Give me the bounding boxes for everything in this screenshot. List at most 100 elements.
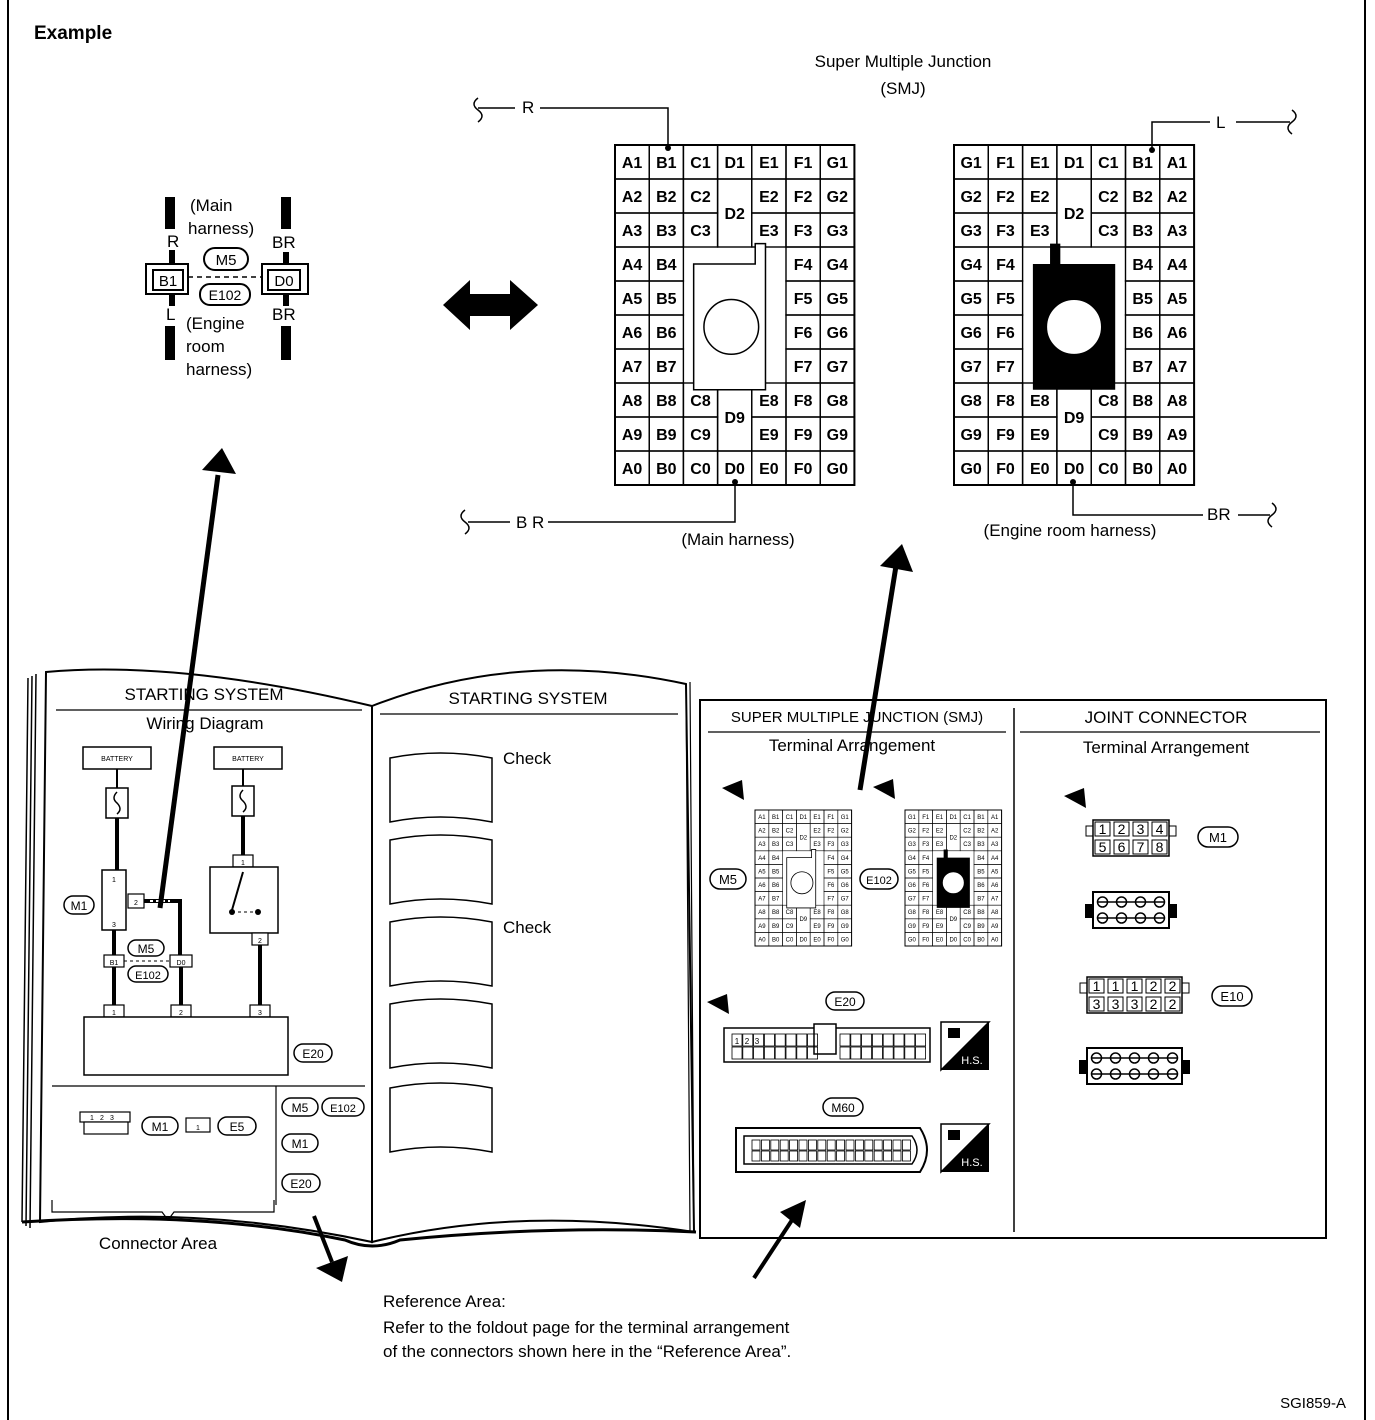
fuse-icon — [113, 791, 121, 815]
terminal-label: F5 — [827, 869, 835, 875]
pin-label: 1 — [735, 1037, 740, 1046]
pin-cell — [902, 1139, 911, 1151]
wire-segment — [281, 197, 291, 229]
pin-cell — [872, 1046, 883, 1060]
pin-cell — [915, 1033, 926, 1047]
pointer-line — [857, 565, 899, 791]
terminal-label: E2 — [759, 189, 779, 206]
wire-segment — [283, 294, 289, 306]
pointer-arrow-icon — [873, 779, 895, 799]
connector-face — [79, 1111, 131, 1123]
terminal-label: F7 — [996, 359, 1015, 376]
terminal-label: F2 — [794, 189, 813, 206]
joint-tab — [1168, 825, 1177, 837]
terminal-label: A2 — [622, 189, 643, 206]
connector-e102-label: E102 — [209, 287, 242, 303]
pin-cell — [864, 1150, 874, 1162]
terminal-label: G7 — [841, 897, 850, 903]
pin-cell — [731, 1046, 743, 1060]
terminal-label: B5 — [656, 291, 677, 308]
main-harness-caption: (Main harness) — [681, 530, 794, 549]
pin-cell — [882, 1033, 894, 1047]
pin-cell — [855, 1139, 864, 1151]
joint-face — [1092, 819, 1170, 857]
terminal-b1-label: B1 — [159, 273, 177, 290]
pin-cell — [850, 1046, 862, 1060]
pin-cell — [774, 1033, 786, 1047]
pin-label: 3 — [112, 922, 116, 929]
pin-cell — [751, 1139, 761, 1151]
terminal-label: G9 — [827, 427, 848, 444]
check-label: Check — [503, 749, 552, 768]
foldout-m5-badge — [709, 868, 747, 890]
terminal-label: G7 — [960, 359, 981, 376]
terminal-label: A4 — [758, 856, 766, 862]
reference-area-title: Reference Area: — [383, 1292, 506, 1311]
center-hole — [790, 871, 814, 895]
terminal-label: G1 — [827, 155, 848, 172]
wire-br-label: BR — [1207, 505, 1231, 524]
connector-d0 — [267, 269, 301, 291]
wire-segment — [169, 294, 175, 306]
starter-motor-box — [83, 1016, 289, 1076]
terminal-d0-label: D0 — [274, 273, 293, 290]
pin-label: 8 — [1156, 839, 1164, 855]
terminal-label: C2 — [1098, 189, 1119, 206]
pin-cell — [770, 1150, 780, 1162]
wire-l-label: L — [166, 305, 175, 324]
terminal-label: F7 — [827, 897, 835, 903]
terminal-label: A6 — [1167, 325, 1188, 342]
pin-label: 3 — [110, 1115, 114, 1122]
terminal-label: C8 — [1098, 393, 1119, 410]
terminal-label: A2 — [991, 829, 999, 835]
switch-m1 — [101, 869, 127, 931]
terminal-label: A2 — [758, 829, 766, 835]
terminal-label: A1 — [991, 815, 999, 821]
terminal-label: A6 — [622, 325, 643, 342]
terminal-label: G1 — [841, 815, 850, 821]
terminal-dot — [732, 479, 738, 485]
terminal-label: A4 — [991, 856, 999, 862]
pointer-arrow-icon — [722, 780, 744, 800]
terminal-label: G8 — [908, 910, 917, 916]
terminal-label: B4 — [772, 856, 780, 862]
connector-area-caption: Connector Area — [99, 1234, 218, 1253]
terminal-label: A7 — [622, 359, 643, 376]
pin-cell — [1151, 839, 1168, 855]
wire-break-mark — [1287, 109, 1297, 135]
terminal-label: A3 — [991, 842, 999, 848]
terminal-label: G9 — [908, 924, 917, 930]
terminal-label: G2 — [960, 189, 981, 206]
terminal-label: E1 — [936, 815, 944, 821]
terminal-label: G6 — [841, 883, 850, 889]
terminal-label: G3 — [841, 842, 850, 848]
terminal-label: B2 — [977, 829, 985, 835]
terminal-label: B6 — [656, 325, 677, 342]
terminal-label: F5 — [996, 291, 1015, 308]
ref-e102-badge — [321, 1097, 365, 1117]
wire-segment — [281, 326, 291, 360]
terminal-label: C8 — [690, 393, 711, 410]
pin-label: 1 — [1099, 821, 1107, 837]
terminal-label: F2 — [827, 829, 835, 835]
terminal-b1-label: B1 — [110, 960, 119, 967]
ref-m5-badge — [281, 1097, 319, 1117]
terminal-label: G8 — [827, 393, 848, 410]
terminal-d0-label: D0 — [177, 960, 186, 967]
terminal-label: F1 — [827, 815, 835, 821]
wire-l — [1151, 121, 1210, 150]
terminal-label: A5 — [991, 869, 999, 875]
foldout-smj-title: SUPER MULTIPLE JUNCTION (SMJ) — [731, 709, 983, 726]
terminal-label: E2 — [936, 829, 944, 835]
terminal-cell — [682, 212, 719, 248]
pin-cell — [893, 1046, 905, 1060]
terminal-label: B0 — [656, 461, 677, 478]
pin-cell — [1145, 996, 1162, 1012]
pin-cell — [779, 1139, 789, 1151]
terminal-cell — [837, 932, 852, 947]
joint-tab — [1079, 982, 1088, 994]
terminal-label: G6 — [908, 883, 917, 889]
